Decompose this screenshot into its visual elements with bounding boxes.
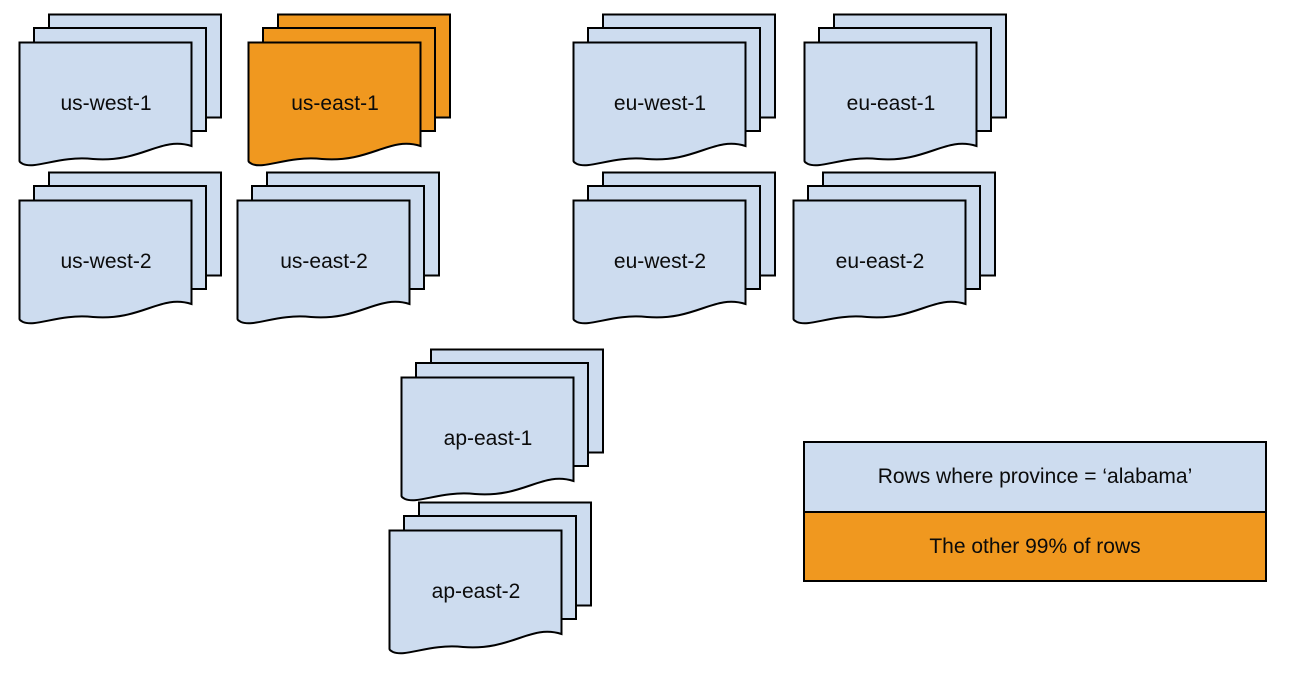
- document-stack-icon: us-east-2: [236, 171, 440, 325]
- region-label: eu-west-2: [614, 250, 706, 273]
- document-stack-icon: us-west-1: [18, 13, 222, 167]
- document-stack-icon: us-west-2: [18, 171, 222, 325]
- legend-item-label: The other 99% of rows: [929, 534, 1141, 558]
- region-stack-us-east-1: us-east-1: [247, 13, 453, 171]
- region-stack-eu-east-2: eu-east-2: [792, 171, 998, 329]
- region-stack-eu-west-2: eu-west-2: [572, 171, 778, 329]
- document-stack-icon: ap-east-2: [388, 501, 592, 655]
- document-stack-icon: eu-east-2: [792, 171, 996, 325]
- region-stack-eu-west-1: eu-west-1: [572, 13, 778, 171]
- region-label: eu-east-2: [836, 250, 925, 273]
- legend-item-other-rows: The other 99% of rows: [805, 513, 1265, 580]
- legend-item-alabama-rows: Rows where province = ‘alabama’: [805, 443, 1265, 513]
- region-stack-us-west-2: us-west-2: [18, 171, 224, 329]
- document-stack-icon: eu-west-1: [572, 13, 776, 167]
- legend: Rows where province = ‘alabama’ The othe…: [803, 441, 1267, 582]
- region-label: us-west-2: [60, 250, 151, 273]
- region-stack-ap-east-2: ap-east-2: [388, 501, 594, 659]
- region-label: us-west-1: [60, 92, 151, 115]
- region-label: ap-east-2: [432, 580, 521, 603]
- region-label: eu-west-1: [614, 92, 706, 115]
- region-label: us-east-2: [280, 250, 368, 273]
- region-label: eu-east-1: [847, 92, 936, 115]
- document-stack-icon: us-east-1: [247, 13, 451, 167]
- legend-item-label: Rows where province = ‘alabama’: [877, 465, 1193, 488]
- region-stack-eu-east-1: eu-east-1: [803, 13, 1009, 171]
- region-stack-ap-east-1: ap-east-1: [400, 348, 606, 506]
- document-stack-icon: ap-east-1: [400, 348, 604, 502]
- document-stack-icon: eu-west-2: [572, 171, 776, 325]
- region-label: us-east-1: [291, 92, 379, 115]
- document-stack-icon: eu-east-1: [803, 13, 1007, 167]
- region-stack-us-east-2: us-east-2: [236, 171, 442, 329]
- region-stack-us-west-1: us-west-1: [18, 13, 224, 171]
- region-label: ap-east-1: [444, 427, 533, 450]
